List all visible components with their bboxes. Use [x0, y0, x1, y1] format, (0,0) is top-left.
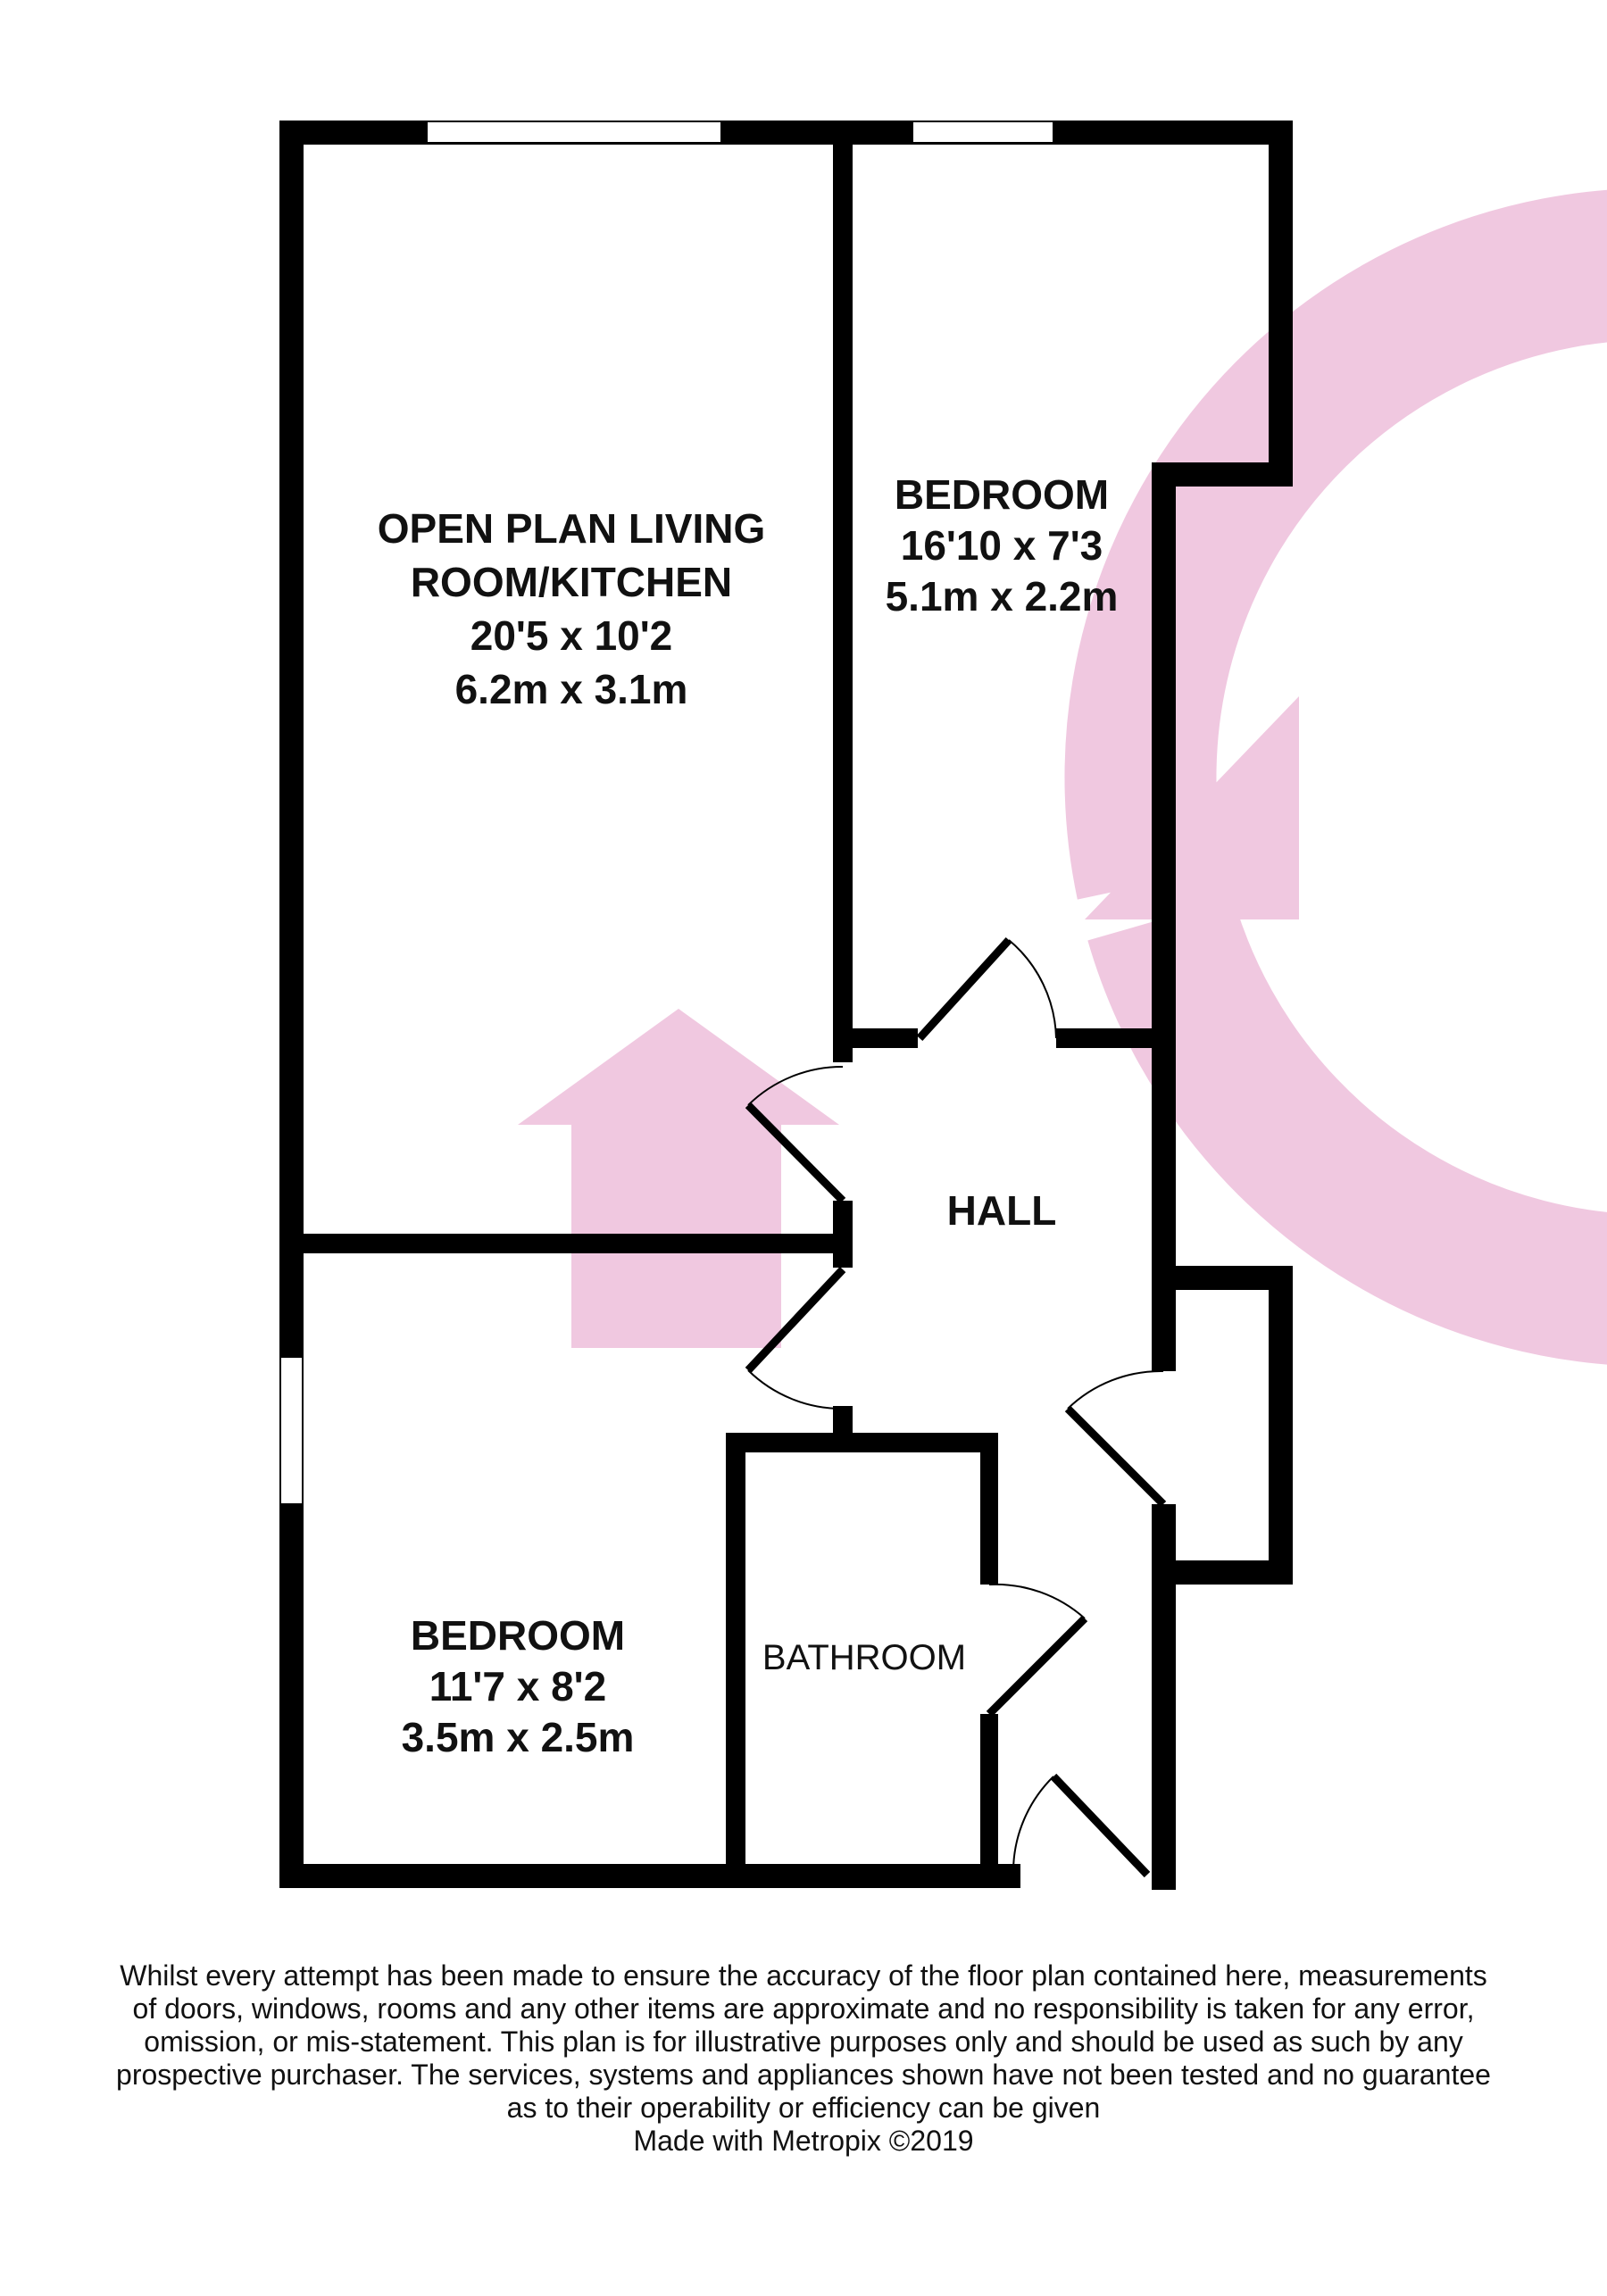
living-room-dims-imperial: 20'5 x 10'2 [470, 612, 673, 659]
bedroom-2-dims-metric: 3.5m x 2.5m [402, 1714, 635, 1760]
bedroom-1-name: BEDROOM [895, 471, 1109, 518]
bedroom-2-dims-imperial: 11'7 x 8'2 [429, 1663, 606, 1710]
bathroom-label: BATHROOM [762, 1638, 966, 1677]
disclaimer-line: as to their operability or efficiency ca… [506, 2092, 1101, 2124]
living-room-name-line2: ROOM/KITCHEN [411, 559, 732, 605]
window [426, 121, 722, 144]
hall-label: HALL [947, 1187, 1057, 1234]
door-leaf [986, 1615, 1088, 1718]
bedroom-2-name: BEDROOM [411, 1612, 625, 1659]
wall [726, 1433, 998, 1452]
wall [1056, 1028, 1172, 1048]
credit-line: Made with Metropix ©2019 [633, 2125, 974, 2157]
door-leaf [916, 936, 1012, 1042]
bedroom-1-dims-imperial: 16'10 x 7'3 [901, 522, 1103, 569]
door-swing [1008, 939, 1057, 1039]
wall [1152, 1504, 1176, 1558]
door-swing [1067, 1369, 1164, 1410]
door-swing [1012, 1776, 1054, 1871]
door-swing [747, 1369, 844, 1410]
living-room-name-line1: OPEN PLAN LIVING [378, 505, 765, 552]
bedroom-1-label: BEDROOM 16'10 x 7'3 5.1m x 2.2m [886, 471, 1119, 620]
window [912, 121, 1054, 144]
disclaimer-line: prospective purchaser. The services, sys… [116, 2059, 1491, 2091]
wall [1152, 1266, 1176, 1371]
wall [1152, 1558, 1176, 1890]
door-swing [747, 1065, 844, 1106]
wall [1152, 462, 1176, 1275]
wall [1269, 1266, 1293, 1585]
watermark-arrowhead [1085, 696, 1299, 919]
disclaimer-line: of doors, windows, rooms and any other i… [132, 1992, 1475, 2025]
window [279, 1356, 304, 1505]
watermark-house-icon [518, 1009, 839, 1348]
door-leaf [745, 1266, 846, 1374]
disclaimer: Whilst every attempt has been made to en… [0, 1959, 1607, 2158]
wall [833, 1406, 853, 1437]
disclaimer-line: omission, or mis-statement. This plan is… [144, 2026, 1463, 2058]
wall [279, 1504, 304, 1888]
wall [726, 1433, 745, 1888]
bedroom-1-dims-metric: 5.1m x 2.2m [886, 573, 1119, 620]
door-swing [988, 1583, 1086, 1619]
watermark-ring [1064, 189, 1607, 1365]
door-leaf [1050, 1773, 1151, 1878]
door-leaf [745, 1102, 846, 1204]
wall [279, 1234, 853, 1253]
living-room-dims-metric: 6.2m x 3.1m [455, 666, 688, 712]
windows [279, 121, 1054, 1505]
wall [1269, 121, 1293, 487]
disclaimer-line: Whilst every attempt has been made to en… [120, 1959, 1487, 1992]
doors [745, 936, 1167, 1878]
bedroom-2-label: BEDROOM 11'7 x 8'2 3.5m x 2.5m [402, 1612, 635, 1760]
wall [980, 1433, 998, 1585]
wall [279, 1864, 1020, 1888]
door-leaf [1064, 1405, 1167, 1508]
wall [980, 1714, 998, 1888]
wall [279, 121, 304, 1361]
wall [833, 121, 853, 1062]
wall [833, 1028, 918, 1048]
walls [279, 121, 1293, 1890]
watermark-logo [518, 189, 1607, 1365]
living-room-label: OPEN PLAN LIVING ROOM/KITCHEN 20'5 x 10'… [378, 505, 765, 712]
